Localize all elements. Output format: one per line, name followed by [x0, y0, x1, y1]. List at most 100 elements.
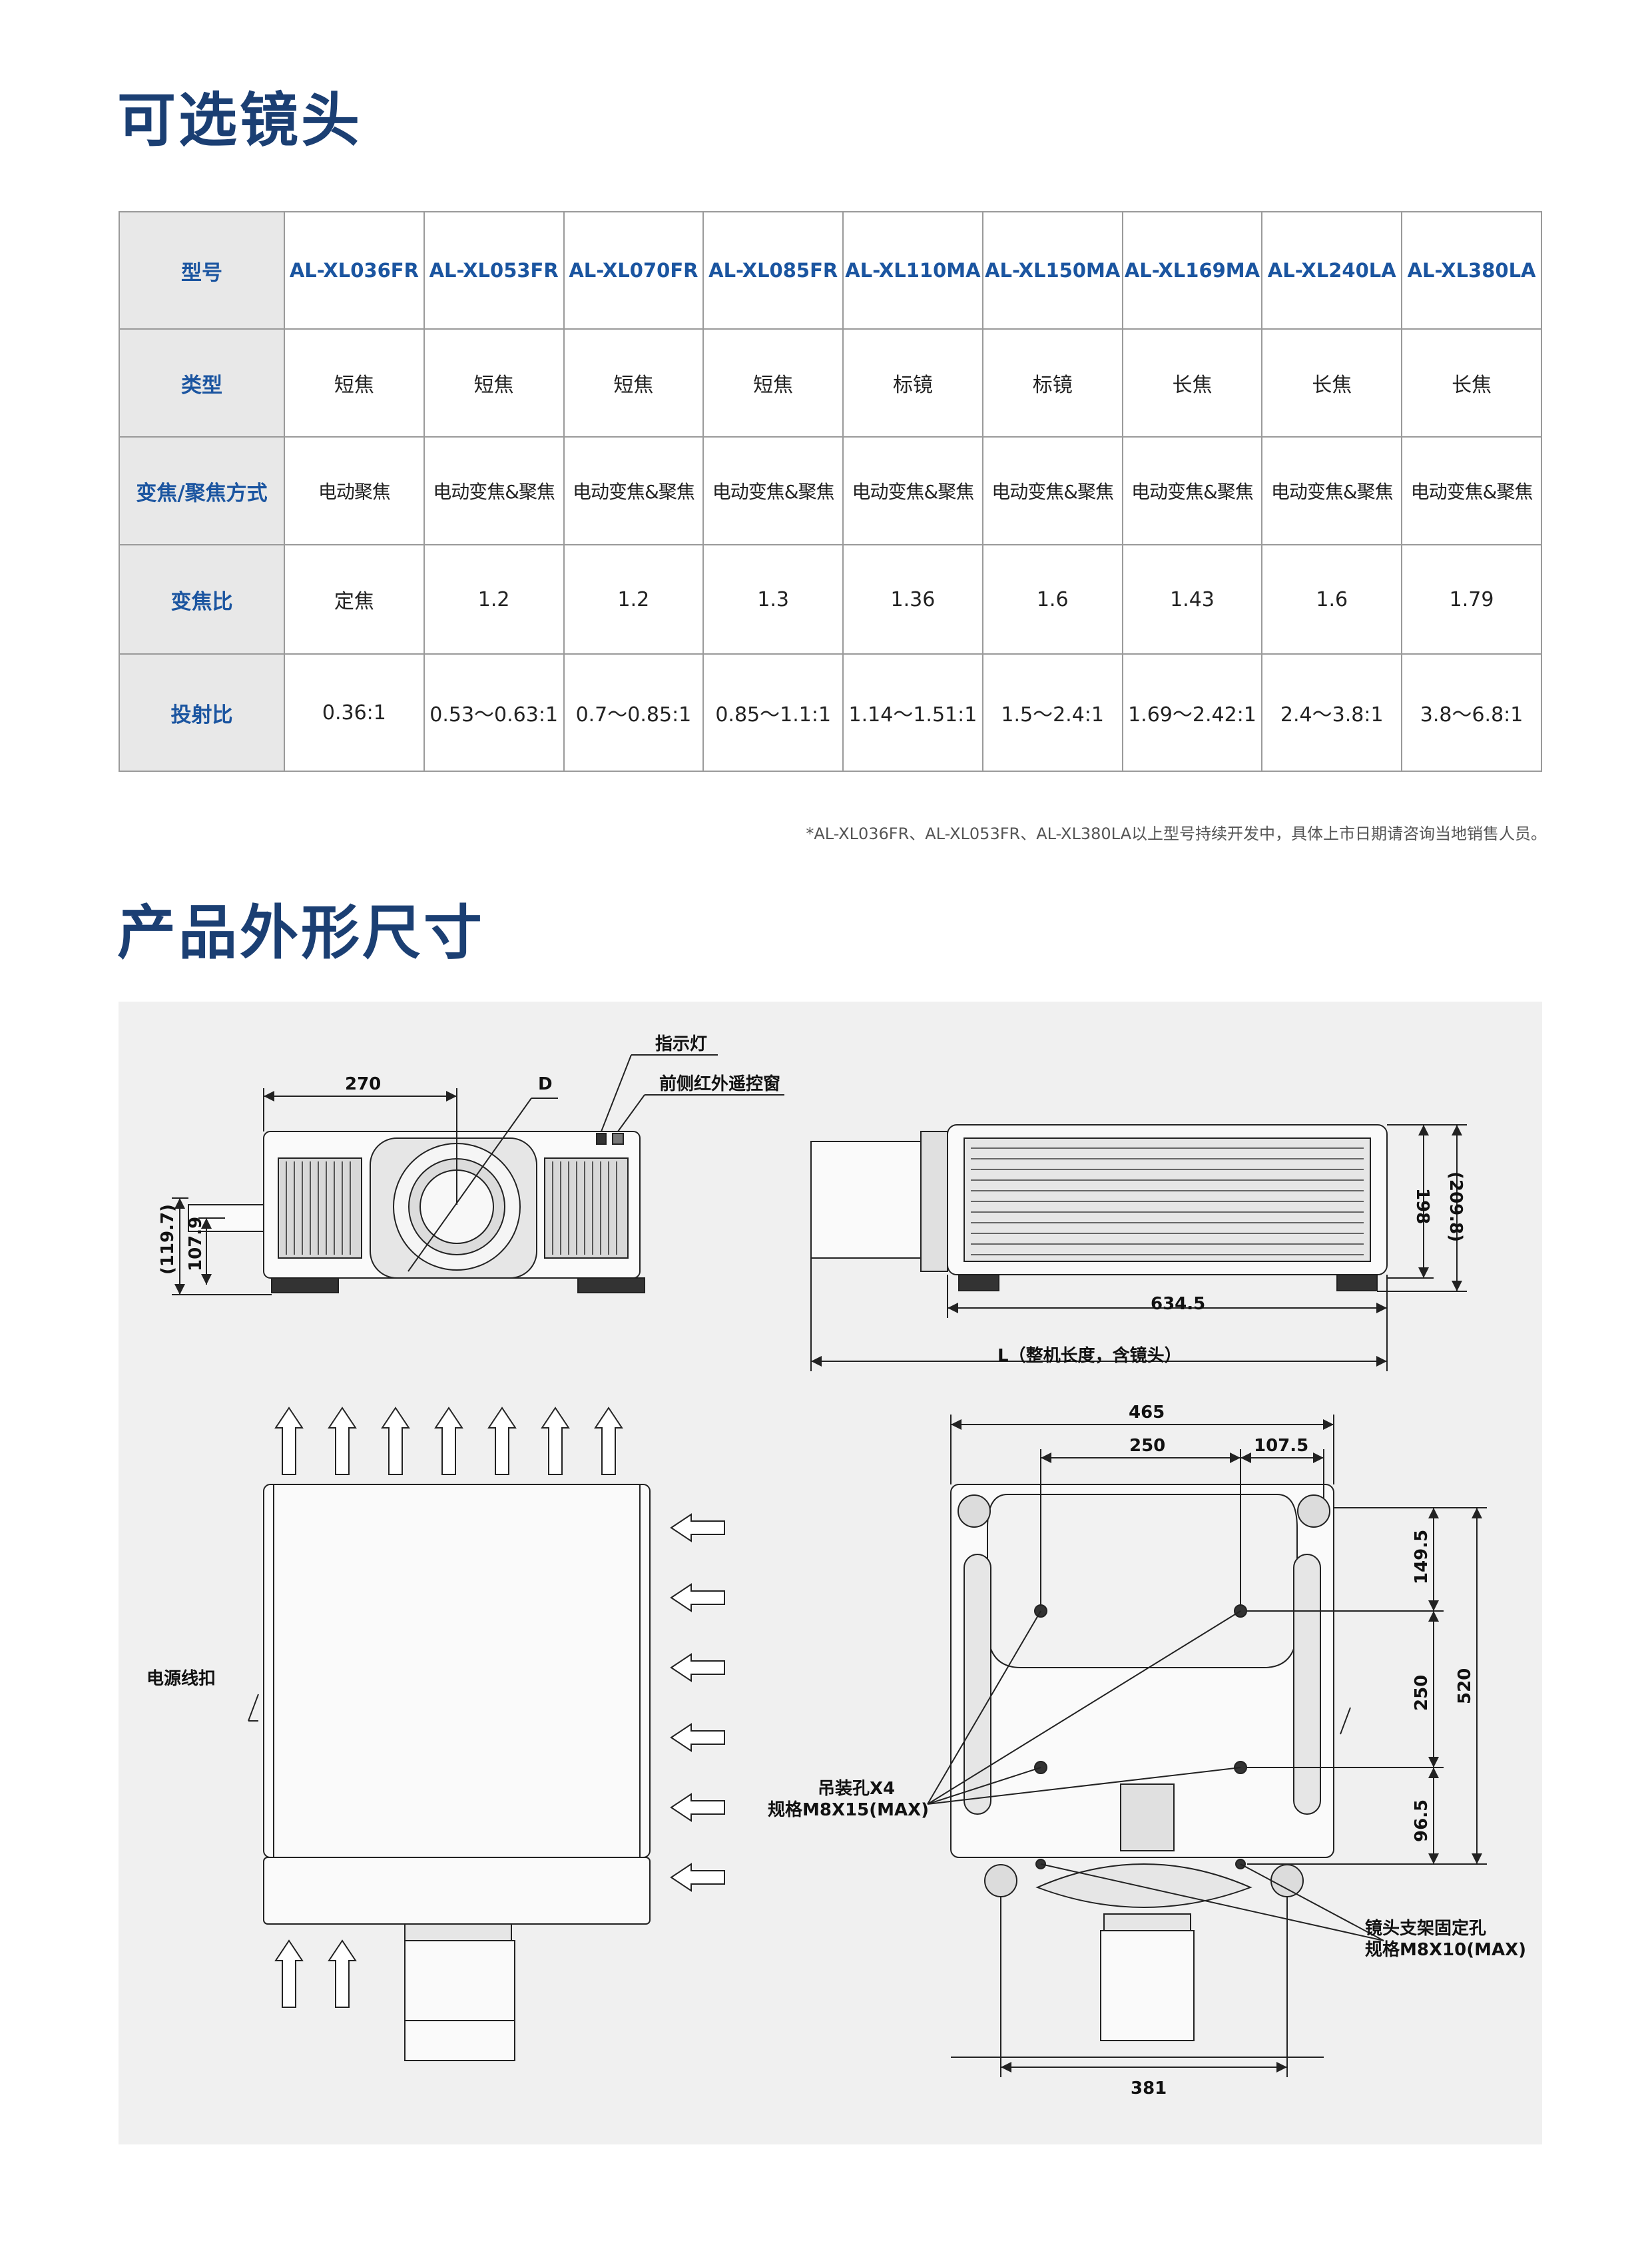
model-cell: AL-XL169MA: [1121, 211, 1263, 330]
table-cell: 0.53～0.63:1: [423, 653, 565, 772]
table-cell: 电动变焦&聚焦: [1401, 436, 1542, 545]
label-mount-holes-2: 规格M8X15(MAX): [768, 1799, 929, 1820]
table-cell: 0.85～1.1:1: [702, 653, 844, 772]
dimension-drawing: 270 D 指示灯 前侧红外遥控窗 (119.7) 107.9 634.5 L（…: [146, 1034, 1526, 2098]
top-body-upper: [263, 1484, 651, 1858]
table-cell: 1.36: [842, 544, 983, 655]
side-lens-barrel: [810, 1141, 922, 1259]
dim-107-9: 107.9: [186, 1217, 206, 1271]
bottom-foot-br: [1270, 1864, 1304, 1897]
top-view: [248, 1407, 725, 2061]
side-view: [810, 1124, 1467, 1371]
dim-634-5: 634.5: [1151, 1294, 1205, 1314]
airflow-arrows-bottom: [274, 1939, 357, 2008]
side-vent-grille: [964, 1137, 1371, 1262]
front-vent-right: [544, 1157, 629, 1259]
dim-107-5: 107.5: [1254, 1436, 1308, 1456]
dim-250-w: 250: [1129, 1436, 1165, 1456]
side-foot-right: [1336, 1274, 1378, 1291]
bottom-lens-mount: [1103, 1913, 1191, 1931]
table-cell: 长焦: [1261, 328, 1403, 438]
section-title-dimensions: 产品外形尺寸: [117, 898, 485, 967]
dim-520: 520: [1455, 1668, 1475, 1704]
side-lens-mount: [920, 1131, 948, 1272]
bottom-slot-right: [1293, 1554, 1321, 1815]
table-cell: 标镜: [981, 328, 1123, 438]
development-note: *AL-XL036FR、AL-XL053FR、AL-XL380LA以上型号持续开…: [806, 824, 1547, 843]
table-cell: 电动变焦&聚焦: [702, 436, 844, 545]
airflow-arrows-top: [274, 1407, 623, 1475]
table-cell: 1.3: [702, 544, 844, 655]
row-header-zoom-ratio: 变焦比: [119, 544, 285, 655]
table-row-type: 类型 短焦 短焦 短焦 短焦 标镜 标镜 长焦 长焦 长焦: [119, 328, 1542, 438]
bottom-slot-left: [964, 1554, 991, 1815]
model-cell: AL-XL036FR: [284, 211, 425, 330]
table-cell: 电动变焦&聚焦: [423, 436, 565, 545]
bottom-foot-bl: [984, 1864, 1017, 1897]
dim-250-d: 250: [1412, 1675, 1432, 1711]
table-cell: 电动变焦&聚焦: [981, 436, 1123, 545]
table-cell: 长焦: [1121, 328, 1263, 438]
row-header-type: 类型: [119, 328, 285, 438]
table-cell: 0.7～0.85:1: [563, 653, 704, 772]
table-cell: 电动变焦&聚焦: [1261, 436, 1403, 545]
table-row-zoom-focus: 变焦/聚焦方式 电动聚焦 电动变焦&聚焦 电动变焦&聚焦 电动变焦&聚焦 电动变…: [119, 436, 1542, 545]
table-row-zoom-ratio: 变焦比 定焦 1.2 1.2 1.3 1.36 1.6 1.43 1.6 1.7…: [119, 544, 1542, 655]
model-cell: AL-XL070FR: [563, 211, 704, 330]
table-cell: 电动变焦&聚焦: [563, 436, 704, 545]
dim-total-length: L（整机长度，含镜头）: [997, 1345, 1182, 1366]
dim-198: 198: [1412, 1188, 1432, 1224]
dimension-drawing-panel: 270 D 指示灯 前侧红外遥控窗 (119.7) 107.9 634.5 L（…: [119, 1002, 1542, 2144]
table-cell: 2.4～3.8:1: [1261, 653, 1403, 772]
side-foot-left: [958, 1274, 999, 1291]
table-cell: 1.5～2.4:1: [981, 653, 1123, 772]
model-cell: AL-XL150MA: [981, 211, 1123, 330]
label-lens-holes-2: 规格M8X10(MAX): [1365, 1939, 1526, 1960]
table-cell: 标镜: [842, 328, 983, 438]
table-cell: 1.14～1.51:1: [842, 653, 983, 772]
table-cell: 短焦: [563, 328, 704, 438]
section-title-lenses: 可选镜头: [117, 86, 363, 155]
ir-window: [612, 1133, 624, 1145]
bottom-lens-barrel: [1100, 1930, 1195, 2041]
bottom-foot-tl: [958, 1494, 991, 1528]
model-cell: AL-XL240LA: [1261, 211, 1403, 330]
bottom-recess: [987, 1494, 1298, 1668]
row-header-zoom-focus: 变焦/聚焦方式: [119, 436, 285, 545]
table-cell: 短焦: [284, 328, 425, 438]
model-cell: AL-XL380LA: [1401, 211, 1542, 330]
top-lens-mount: [404, 1923, 512, 1941]
table-cell: 定焦: [284, 544, 425, 655]
label-lens-holes-1: 镜头支架固定孔: [1365, 1918, 1486, 1939]
table-cell: 1.6: [981, 544, 1123, 655]
airflow-arrows-side: [670, 1513, 725, 1892]
table-cell: 短焦: [702, 328, 844, 438]
indicator-light: [596, 1133, 607, 1145]
dim-96-5: 96.5: [1412, 1799, 1432, 1842]
dim-149-5: 149.5: [1412, 1530, 1432, 1584]
front-vent-left: [278, 1157, 362, 1259]
table-cell: 3.8～6.8:1: [1401, 653, 1542, 772]
table-row-model: 型号 AL-XL036FR AL-XL053FR AL-XL070FR AL-X…: [119, 211, 1542, 330]
table-cell: 1.43: [1121, 544, 1263, 655]
table-cell: 1.69～2.42:1: [1121, 653, 1263, 772]
row-header-throw-ratio: 投射比: [119, 653, 285, 772]
front-foot-right: [577, 1277, 645, 1293]
bottom-view: [927, 1415, 1487, 2077]
top-lens-barrel: [404, 1940, 515, 2061]
model-cell: AL-XL053FR: [423, 211, 565, 330]
table-cell: 长焦: [1401, 328, 1542, 438]
front-view: [172, 1054, 784, 1295]
table-cell: 电动变焦&聚焦: [842, 436, 983, 545]
table-cell: 电动聚焦: [284, 436, 425, 545]
top-body-lower: [263, 1857, 651, 1925]
table-cell: 1.2: [563, 544, 704, 655]
dim-270: 270: [345, 1074, 381, 1094]
dim-381: 381: [1131, 2079, 1167, 2098]
label-cable-clamp: 电源线扣: [146, 1669, 216, 1689]
model-cell: AL-XL085FR: [702, 211, 844, 330]
label-mount-holes-1: 吊装孔X4: [818, 1779, 895, 1799]
table-cell: 0.36:1: [284, 653, 425, 772]
table-cell: 电动变焦&聚焦: [1121, 436, 1263, 545]
dim-d: D: [538, 1074, 553, 1094]
